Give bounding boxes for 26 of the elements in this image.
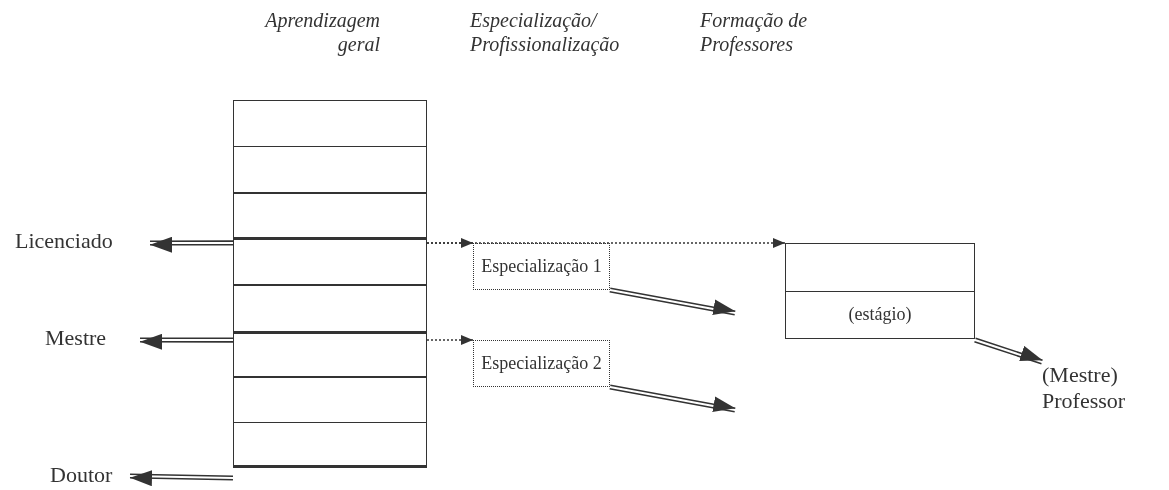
double-line-arrow: [149, 236, 234, 253]
double-line-arrow: [973, 337, 1044, 365]
stack-row: [233, 421, 427, 468]
double-line-arrow: [129, 470, 234, 487]
stack-row: [233, 376, 427, 423]
dotted-box: Especialização 1: [473, 243, 610, 290]
degree-label: Doutor: [50, 462, 130, 490]
stack-row: [233, 284, 427, 334]
degree-label: Mestre: [45, 325, 140, 355]
stack-row: [233, 332, 427, 378]
stack-row: [233, 100, 427, 147]
double-line-arrow: [608, 287, 737, 316]
column-heading: Formação de Professores: [700, 8, 809, 56]
double-line-arrow: [139, 333, 234, 350]
column-heading: Especialização/ Profissionalização: [470, 8, 621, 56]
stack-row: [233, 192, 427, 240]
outcome-label: (Mestre) Professor: [1042, 362, 1167, 446]
column-heading: Aprendizagem geral: [263, 8, 380, 56]
degree-label: Licenciado: [15, 228, 150, 258]
stack-row: [233, 238, 427, 286]
stack-row: [233, 145, 427, 194]
labeled-row: (estágio): [785, 290, 975, 339]
dotted-box: Especialização 2: [473, 340, 610, 387]
stack-row: [785, 243, 975, 292]
training-block: [785, 243, 975, 340]
double-line-arrow: [608, 384, 737, 413]
